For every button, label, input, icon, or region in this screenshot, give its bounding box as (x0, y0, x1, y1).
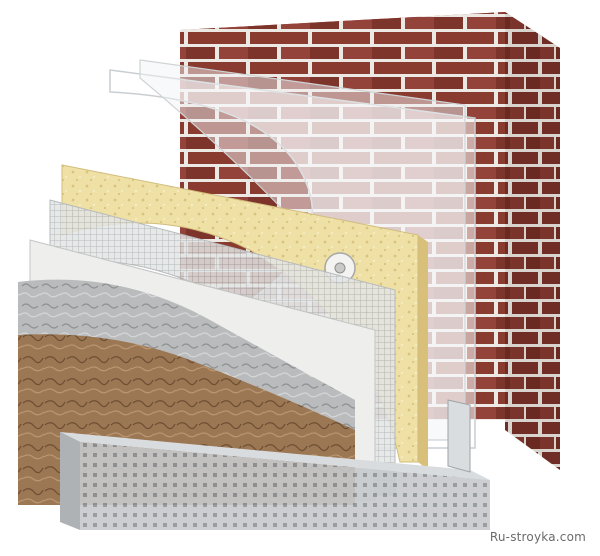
starting-profile-top (60, 432, 490, 480)
starting-profile-rail (80, 442, 490, 530)
insulation-board-side (418, 235, 428, 470)
starting-profile-face (60, 432, 80, 530)
corner-profile (447, 399, 471, 473)
watermark: Ru-stroyka.com (489, 530, 586, 544)
brick-wall-side (505, 12, 560, 470)
starting-profile (60, 399, 490, 530)
